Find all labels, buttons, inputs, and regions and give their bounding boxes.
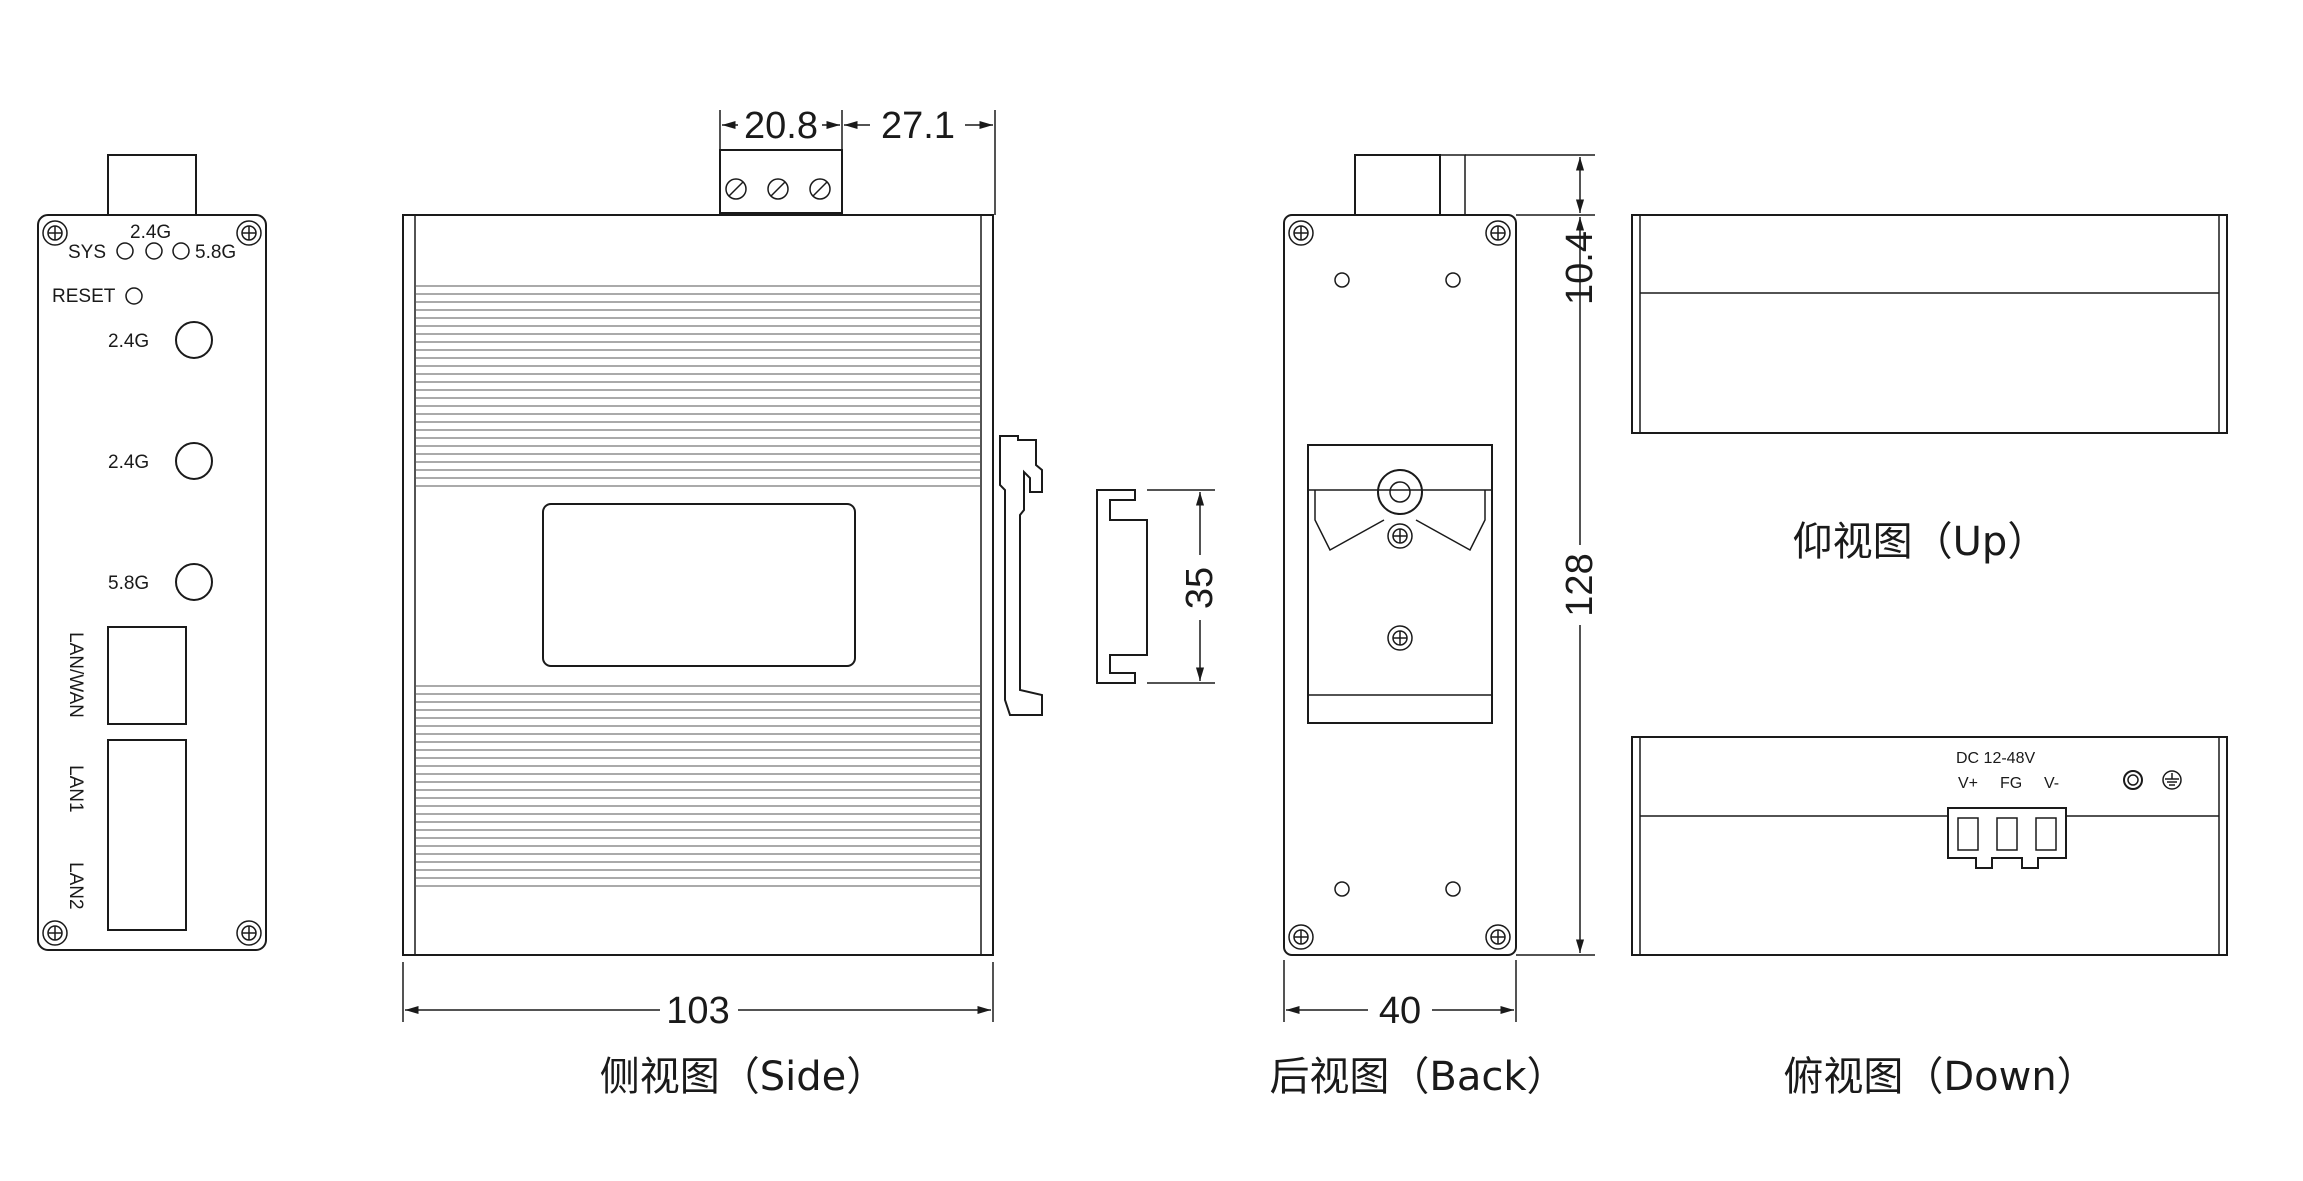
screw-icon — [1288, 220, 1314, 246]
din-mount-bracket — [1307, 444, 1493, 724]
power-led-icon — [2123, 770, 2143, 790]
dimension-terminal: 20.8 27.1 — [719, 105, 996, 215]
terminal-label-vplus: V+ — [1958, 775, 1978, 792]
side-view — [402, 149, 1148, 956]
port-label-lan1: LAN1 — [65, 765, 86, 813]
mount-hole-icon — [1445, 881, 1461, 897]
antenna-port-icon — [175, 442, 213, 480]
ethernet-port-lan12 — [107, 739, 187, 931]
led-label-58g: 5.8G — [195, 242, 236, 263]
led-label-sys: SYS — [68, 242, 106, 263]
screw-icon — [1485, 924, 1511, 950]
heat-sink-fins-top — [415, 285, 981, 487]
led-58g-indicator — [172, 242, 190, 260]
front-panel-outline — [37, 214, 267, 951]
dimension-height-value: 128 — [1559, 553, 1601, 616]
dimension-depth: 103 — [402, 962, 994, 1032]
antenna-label: 5.8G — [108, 573, 149, 594]
antenna-port-icon — [175, 321, 213, 359]
screw-icon — [236, 220, 262, 246]
port-label-lanwan: LAN/WAN — [65, 632, 86, 718]
dimension-din-rail: 35 — [1147, 489, 1221, 684]
reset-button[interactable] — [125, 287, 143, 305]
down-face-outline — [1631, 736, 2228, 956]
screw-icon — [236, 920, 262, 946]
dimension-back-width: 40 — [1283, 960, 1517, 1032]
terminal-screw-icon — [725, 178, 831, 200]
screw-icon — [42, 920, 68, 946]
terminal-label-vminus: V- — [2044, 775, 2059, 792]
side-terminal-block — [719, 149, 843, 214]
caption-up: 仰视图（Up） — [1793, 519, 2048, 565]
front-view: 2.4G SYS 5.8G RESET 2.4G 2.4G 5.8G LAN/W… — [37, 154, 267, 951]
heat-sink-fins-bottom — [415, 685, 981, 887]
bracket-hook — [1377, 469, 1423, 515]
dimension-terminal-width: 20.8 — [744, 105, 818, 147]
screw-icon — [1288, 924, 1314, 950]
back-view — [1283, 154, 1517, 956]
down-view: DC 12-48V V+ FG V- — [1631, 736, 2228, 956]
mount-hole-icon — [1445, 272, 1461, 288]
caption-down: 俯视图（Down） — [1783, 1054, 2096, 1100]
caption-side: 侧视图（Side） — [600, 1054, 887, 1100]
dimension-din-rail-value: 35 — [1179, 567, 1221, 609]
din-rail-profile — [1096, 489, 1148, 684]
ground-icon — [2162, 770, 2182, 790]
up-view — [1631, 214, 2228, 434]
mount-hole-icon — [1334, 881, 1350, 897]
dimension-depth-value: 103 — [666, 990, 729, 1032]
side-label-window — [542, 503, 856, 667]
screw-icon — [1485, 220, 1511, 246]
back-panel-outline — [1283, 214, 1517, 956]
antenna-label: 2.4G — [108, 331, 149, 352]
power-terminal-block — [1947, 807, 2067, 869]
din-clip — [999, 435, 1043, 716]
screw-icon — [1387, 523, 1413, 549]
screw-icon — [1387, 625, 1413, 651]
mount-hole-icon — [1334, 272, 1350, 288]
led-24g-indicator — [145, 242, 163, 260]
reset-label: RESET — [52, 286, 116, 307]
screw-icon — [42, 220, 68, 246]
dimension-terminal-offset: 27.1 — [881, 105, 955, 147]
dimension-vertical: 10.4 128 — [1465, 154, 1601, 956]
caption-back: 后视图（Back） — [1269, 1054, 1566, 1100]
back-terminal-block — [1354, 154, 1441, 216]
front-terminal-block — [107, 154, 197, 216]
led-label-24g: 2.4G — [130, 222, 171, 243]
dimension-back-width-value: 40 — [1379, 990, 1421, 1032]
antenna-label: 2.4G — [108, 452, 149, 473]
up-face-outline — [1631, 214, 2228, 434]
dimension-top-offset-value: 10.4 — [1559, 231, 1601, 305]
side-body-outline — [402, 214, 994, 956]
terminal-label-fg: FG — [2000, 775, 2022, 792]
port-label-lan2: LAN2 — [65, 862, 86, 910]
ethernet-port-lanwan — [107, 626, 187, 725]
power-label: DC 12-48V — [1956, 750, 2035, 767]
led-sys-indicator — [116, 242, 134, 260]
antenna-port-icon — [175, 563, 213, 601]
